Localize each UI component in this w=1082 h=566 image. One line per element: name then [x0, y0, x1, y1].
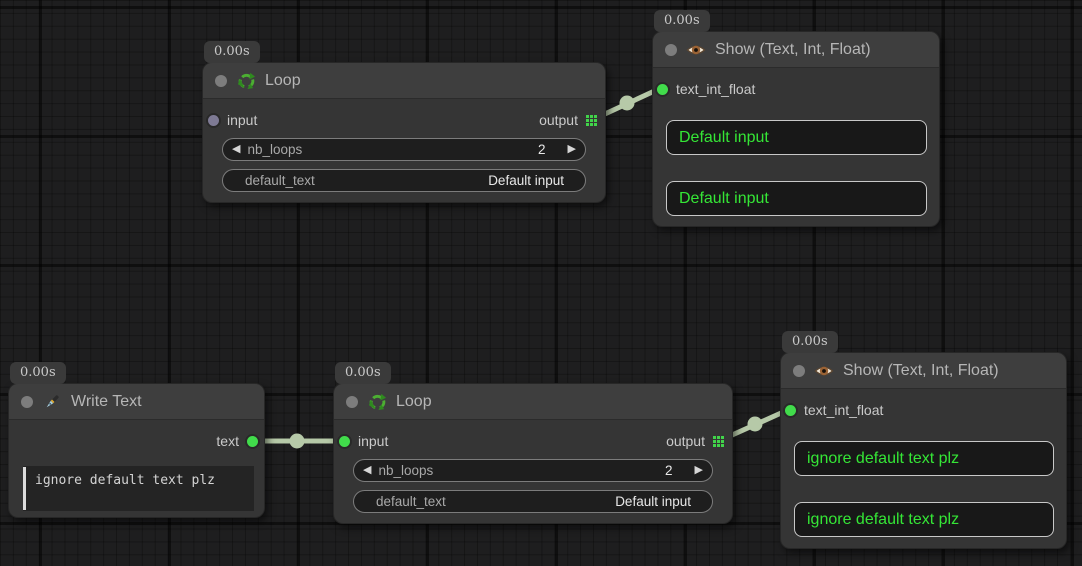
link-write-text-to-loop-bottom[interactable] [250, 433, 344, 449]
widget-name: default_text [245, 173, 315, 188]
execution-time-badge: 0.00s [782, 331, 838, 353]
increment-icon[interactable]: ▶ [694, 464, 703, 476]
text-cursor [23, 467, 26, 510]
grid-output-icon[interactable] [586, 114, 597, 126]
execution-time-badge: 0.00s [335, 362, 391, 384]
nb-loops-widget[interactable]: ◀ nb_loops 2 ▶ [222, 138, 586, 161]
input-slot-dot[interactable] [657, 83, 668, 95]
input-slot-label: text_int_float [804, 402, 884, 418]
node-show-top[interactable]: 0.00s Show (Text, Int, Float) text_int_f… [652, 10, 940, 227]
node-title: Loop [396, 392, 432, 410]
collapse-dot[interactable] [346, 395, 358, 408]
input-slot-dot[interactable] [339, 435, 350, 447]
decrement-icon[interactable]: ◀ [232, 143, 241, 155]
show-value-box[interactable]: ignore default text plz [794, 502, 1054, 537]
text-editor-content: ignore default text plz [35, 473, 216, 488]
node-title: Show (Text, Int, Float) [843, 361, 999, 379]
input-slot-dot[interactable] [208, 114, 219, 126]
node-header[interactable]: Loop [334, 384, 732, 420]
node-header[interactable]: Write Text [9, 384, 264, 420]
widget-name: nb_loops [247, 142, 303, 157]
decrement-icon[interactable]: ◀ [363, 464, 372, 476]
output-slot-label: output [666, 433, 705, 449]
show-value-box[interactable]: ignore default text plz [794, 441, 1054, 476]
text-editor-widget[interactable]: ignore default text plz [23, 466, 254, 511]
execution-time-badge: 0.00s [654, 10, 710, 32]
output-slot-label: output [539, 112, 578, 128]
widget-value: Default input [615, 494, 691, 509]
widget-value: Default input [488, 173, 564, 188]
collapse-dot[interactable] [215, 74, 227, 87]
default-text-widget[interactable]: default_text Default input [353, 490, 713, 513]
show-value-text: Default input [679, 189, 769, 207]
show-value-text: ignore default text plz [807, 449, 960, 467]
collapse-dot[interactable] [665, 43, 677, 56]
link-midpoint-dot[interactable] [747, 416, 763, 432]
show-value-box[interactable]: Default input [666, 120, 927, 155]
node-show-bottom[interactable]: 0.00s Show (Text, Int, Float) text_int_f… [780, 331, 1067, 549]
grid-output-icon[interactable] [713, 435, 724, 447]
nb-loops-widget[interactable]: ◀ nb_loops 2 ▶ [353, 459, 713, 482]
output-slot-label: text [216, 433, 239, 449]
execution-time-badge: 0.00s [10, 362, 66, 384]
recycle-icon [367, 392, 387, 412]
show-value-box[interactable]: Default input [666, 181, 927, 216]
increment-icon[interactable]: ▶ [567, 143, 576, 155]
recycle-icon [236, 71, 256, 91]
node-header[interactable]: Show (Text, Int, Float) [653, 32, 939, 68]
link-midpoint-dot[interactable] [289, 433, 305, 449]
collapse-dot[interactable] [793, 364, 805, 377]
show-value-text: Default input [679, 128, 769, 146]
input-slot-dot[interactable] [785, 404, 796, 416]
input-slot-label: input [358, 433, 389, 449]
widget-value: 2 [665, 463, 673, 478]
input-slot-label: text_int_float [676, 81, 756, 97]
link-midpoint-dot[interactable] [619, 95, 635, 111]
node-title: Write Text [71, 392, 142, 410]
output-slot-dot[interactable] [247, 435, 258, 447]
node-title: Loop [265, 71, 301, 89]
node-loop-bottom[interactable]: 0.00s Loop [333, 362, 733, 524]
widget-name: nb_loops [378, 463, 434, 478]
node-header[interactable]: Loop [203, 63, 605, 99]
node-title: Show (Text, Int, Float) [715, 40, 871, 58]
show-value-text: ignore default text plz [807, 510, 960, 528]
input-slot-label: input [227, 112, 258, 128]
pen-icon [42, 392, 62, 412]
eye-icon [686, 40, 706, 60]
execution-time-badge: 0.00s [204, 41, 260, 63]
node-write-text[interactable]: 0.00s Write Text text [8, 362, 265, 518]
widget-value: 2 [538, 142, 546, 157]
collapse-dot[interactable] [21, 395, 33, 408]
node-loop-top[interactable]: 0.00s Loop [202, 41, 606, 203]
node-header[interactable]: Show (Text, Int, Float) [781, 353, 1066, 389]
eye-icon [814, 361, 834, 381]
widget-name: default_text [376, 494, 446, 509]
default-text-widget[interactable]: default_text Default input [222, 169, 586, 192]
